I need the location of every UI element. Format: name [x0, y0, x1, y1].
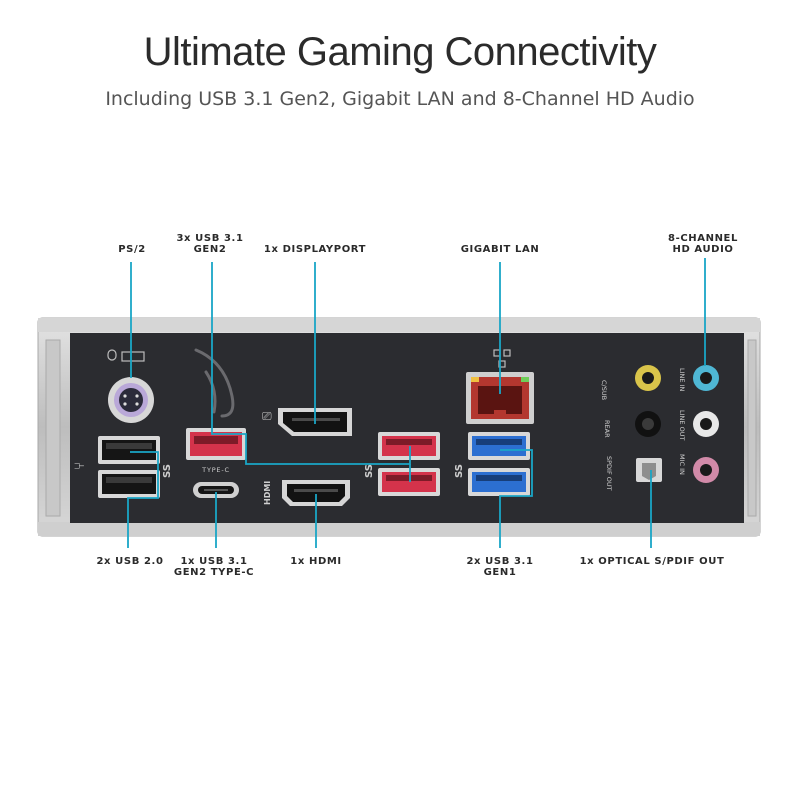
rear-mark: REAR [603, 420, 611, 438]
usb31-gen1-port-bottom [468, 468, 530, 496]
hdmi-mark: HDMI [263, 481, 272, 505]
line-out-mark: LINE OUT [678, 410, 686, 440]
hdmi-port [282, 480, 350, 506]
callout-usb31-gen2: 3x USB 3.1 GEN2 [176, 233, 244, 255]
usb20-port-bottom [98, 470, 160, 498]
audio-jack-rear [635, 411, 661, 437]
page-title: Ultimate Gaming Connectivity [143, 30, 657, 74]
line-in-mark: LINE IN [678, 368, 686, 391]
audio-jack-mic-in [693, 457, 719, 483]
ss-mark-left: SS [162, 464, 173, 478]
shield-tab-right [747, 339, 757, 517]
callout-leaders [127, 258, 706, 548]
usb31-gen2-port-mid-top [378, 432, 440, 460]
callout-ps2: PS/2 [118, 244, 146, 255]
usb-trident-icon-left: ⑂ [72, 462, 88, 470]
callout-usb31-gen2-typec: 1x USB 3.1 GEN2 TYPE-C [173, 556, 255, 578]
audio-jack-center-sub [635, 365, 661, 391]
audio-jack-line-in [693, 365, 719, 391]
ps2-port [108, 377, 154, 423]
callout-hd-audio: 8-CHANNEL HD AUDIO [668, 233, 738, 255]
leader-usb20 [127, 451, 159, 548]
usb31-gen2-typec-port [193, 482, 239, 498]
usb31-gen2-port-mid-bottom [378, 468, 440, 496]
usb20-port-top [98, 436, 160, 464]
usb31-gen2-port-left [186, 428, 246, 460]
c-sub-mark: C/SUB [600, 380, 608, 400]
leader-usb31-gen2 [211, 262, 411, 465]
page-subtitle: Including USB 3.1 Gen2, Gigabit LAN and … [105, 88, 695, 110]
ss-mark-mid: SS [364, 464, 375, 478]
ps2-mouse-keyboard-icon [107, 349, 145, 362]
callout-hdmi: 1x HDMI [290, 556, 342, 567]
rog-logo-icon [194, 348, 235, 418]
usb31-gen1-port-top [468, 432, 530, 460]
shield-tab-left [45, 339, 61, 517]
mic-in-mark: MIC IN [678, 454, 686, 475]
displayport-mark-icon: ⎚ [262, 409, 272, 423]
io-shield-lip-bottom [38, 522, 760, 536]
callout-gigabit-lan: GIGABIT LAN [460, 244, 540, 255]
leader-usb31-gen1 [499, 449, 533, 548]
optical-spdif-port [636, 458, 662, 482]
callout-usb31-gen1: 2x USB 3.1 GEN1 [466, 556, 534, 578]
spdif-out-mark: SPDIF OUT [605, 456, 613, 491]
callout-usb20: 2x USB 2.0 [96, 556, 164, 567]
io-shield-lip-top [38, 318, 760, 332]
callout-optical-spdif: 1x OPTICAL S/PDIF OUT [579, 556, 725, 567]
callout-displayport: 1x DISPLAYPORT [263, 244, 367, 255]
typec-mark: TYPE-C [201, 466, 230, 474]
ss-mark-right: SS [454, 464, 465, 478]
audio-jack-line-out [693, 411, 719, 437]
